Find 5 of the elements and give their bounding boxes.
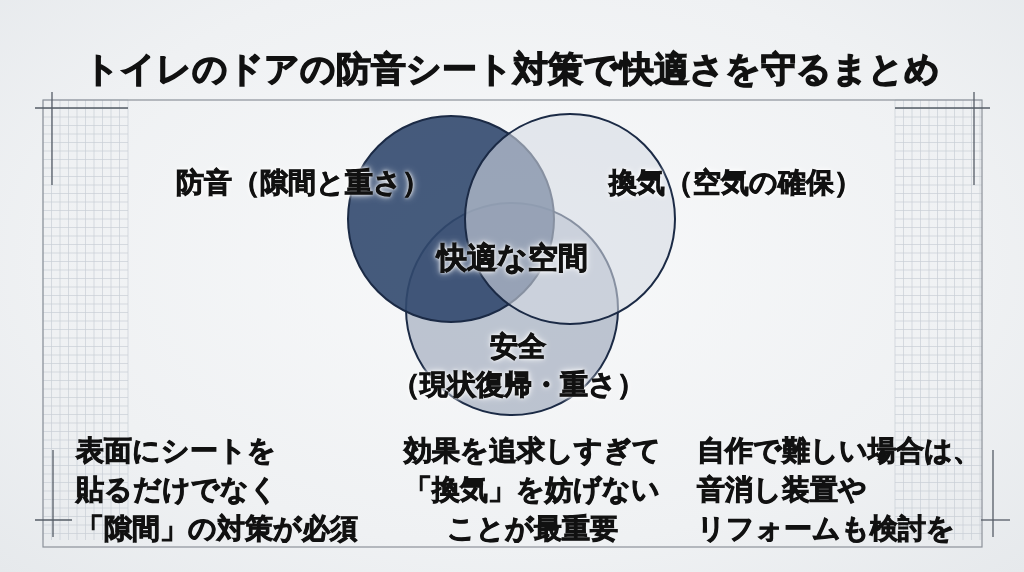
circle-label: 換気（空気の確保） — [609, 165, 862, 201]
note-text: 表面にシートを貼るだけでなく「隙間」の対策が必須 — [76, 433, 358, 547]
title: トイレのドアの防音シート対策で快適さを守るまとめ — [84, 48, 940, 91]
note-text: 自作で難しい場合は、音消し装置やリフォームも検討を — [697, 433, 981, 547]
note-text: 効果を追求しすぎて「換気」を妨げないことが最重要 — [403, 433, 661, 547]
